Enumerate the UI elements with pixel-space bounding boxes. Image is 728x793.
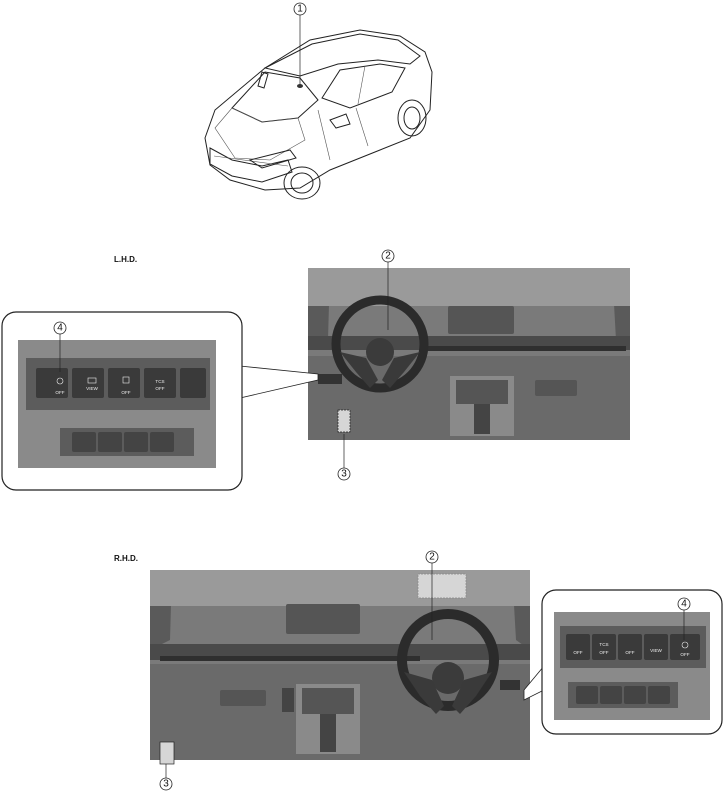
lhd-center-display (448, 306, 514, 334)
lhd-switch-tcs: TCS (155, 379, 164, 384)
lhd-callout-3: 3 (337, 434, 351, 481)
rhd-dashboard (150, 570, 530, 765)
rhd-switch-off-1: OFF (573, 650, 582, 655)
lhd-callout-4-number: 4 (57, 323, 63, 334)
rhd-hud-area (417, 573, 467, 599)
lhd-callout-2-number: 2 (385, 251, 391, 262)
lhd-switch-view: VIEW (86, 386, 98, 391)
rhd-switch-off-2: OFF (625, 650, 634, 655)
lhd-switch-off-1: OFF (55, 390, 64, 395)
callout-1-number: 1 (297, 4, 303, 15)
rhd-switch-view: VIEW (650, 648, 662, 653)
rhd-label: R.H.D. (114, 554, 138, 563)
rhd-callout-4-number: 4 (681, 599, 687, 610)
rhd-upper-switches: OFF TCS OFF OFF VIEW OFF (566, 634, 700, 660)
lhd-callout-2: 2 (381, 249, 395, 330)
rhd-switch-tcs: TCS (599, 642, 608, 647)
lhd-label: L.H.D. (114, 255, 137, 264)
rhd-callout-3: 3 (159, 764, 173, 791)
rhd-callout-3-number: 3 (163, 779, 169, 790)
rhd-switch-off-3: OFF (680, 652, 689, 657)
lhd-callout-3-number: 3 (341, 469, 347, 480)
rhd-callout-2-number: 2 (429, 552, 435, 563)
rhd-callout-4: 4 (677, 597, 691, 640)
car-illustration (204, 29, 433, 200)
roof-sensor (297, 84, 303, 88)
lhd-zoom-panel: OFF VIEW OFF TCS OFF (1, 311, 319, 491)
rhd-callout-2: 2 (425, 550, 439, 640)
rhd-center-display (286, 604, 360, 634)
lhd-switch-off-2: OFF (121, 390, 130, 395)
lhd-switch-3-location (337, 409, 351, 433)
lhd-dashboard (308, 268, 630, 440)
lhd-upper-switches: OFF VIEW OFF TCS OFF (36, 368, 206, 398)
rhd-switch-tcs-off: OFF (599, 650, 608, 655)
rhd-zoom-panel: OFF TCS OFF OFF VIEW OFF (523, 589, 723, 735)
rhd-switch-3-location (159, 741, 175, 765)
callout-1: 1 (293, 2, 307, 84)
lhd-switch-tcs-off: OFF (155, 386, 164, 391)
lhd-callout-4: 4 (53, 321, 67, 372)
